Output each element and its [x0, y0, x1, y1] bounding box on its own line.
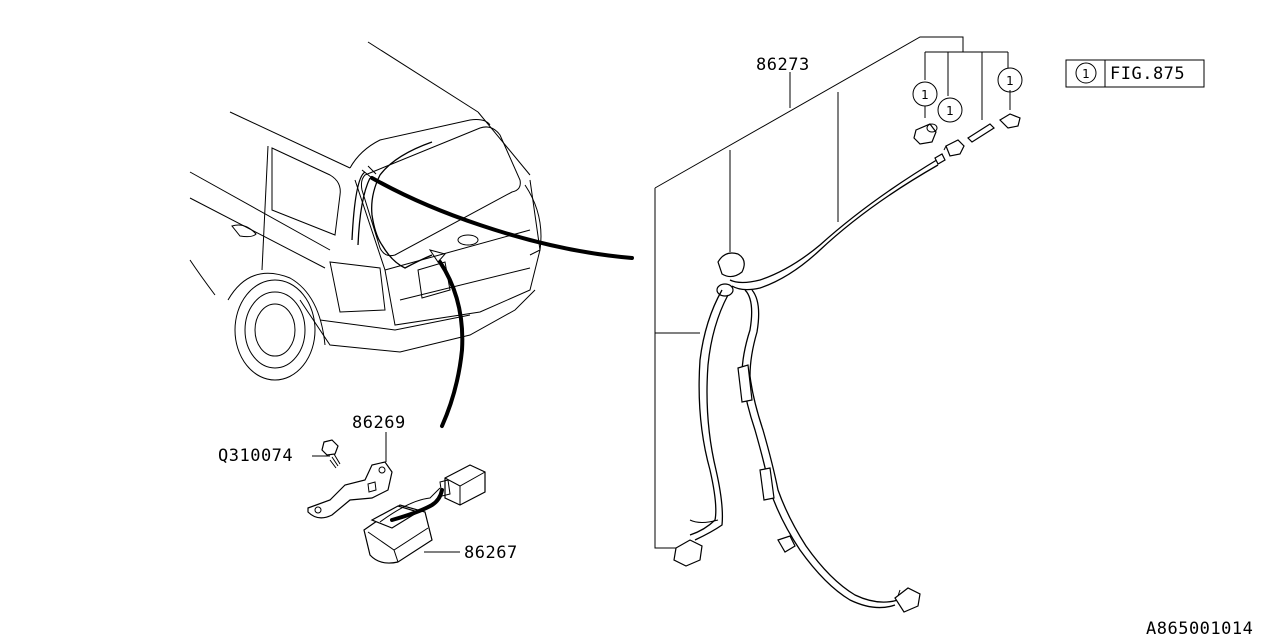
diagram-id: A865001014	[1146, 619, 1253, 639]
harness-86273-assembly: 1 1 1	[654, 36, 1023, 613]
part-label-q310074: Q310074	[218, 446, 293, 466]
grommet-icon	[913, 123, 938, 145]
leader-to-camera	[438, 260, 465, 428]
figure-reference-mark: 1	[1082, 67, 1090, 81]
pin-icon	[967, 123, 995, 143]
part-label-86269: 86269	[352, 413, 406, 433]
svg-text:1: 1	[946, 104, 954, 118]
connector-icon	[439, 464, 486, 506]
vehicle-rear-illustration	[189, 41, 542, 381]
camera-bracket-assembly	[307, 432, 486, 564]
callout-1-c: 1	[997, 67, 1023, 93]
harness-clip-icon	[777, 535, 796, 553]
bracket-icon	[307, 461, 393, 519]
harness-connector-a-icon	[673, 539, 703, 567]
figure-reference-label: FIG.875	[1110, 64, 1185, 84]
svg-text:1: 1	[921, 88, 929, 102]
camera-icon	[363, 504, 433, 564]
callout-1-a: 1	[912, 81, 938, 107]
clip-icon	[943, 139, 965, 157]
part-label-86267: 86267	[464, 543, 518, 563]
bolt-icon	[321, 439, 341, 469]
part-label-86273: 86273	[756, 55, 810, 75]
fastener-icon	[999, 113, 1021, 129]
leader-to-harness	[370, 176, 634, 260]
callout-1-b: 1	[937, 97, 963, 123]
figure-reference-box: 1 FIG.875	[1065, 59, 1205, 88]
svg-text:1: 1	[1006, 74, 1014, 88]
harness-connector-b-icon	[894, 587, 921, 613]
